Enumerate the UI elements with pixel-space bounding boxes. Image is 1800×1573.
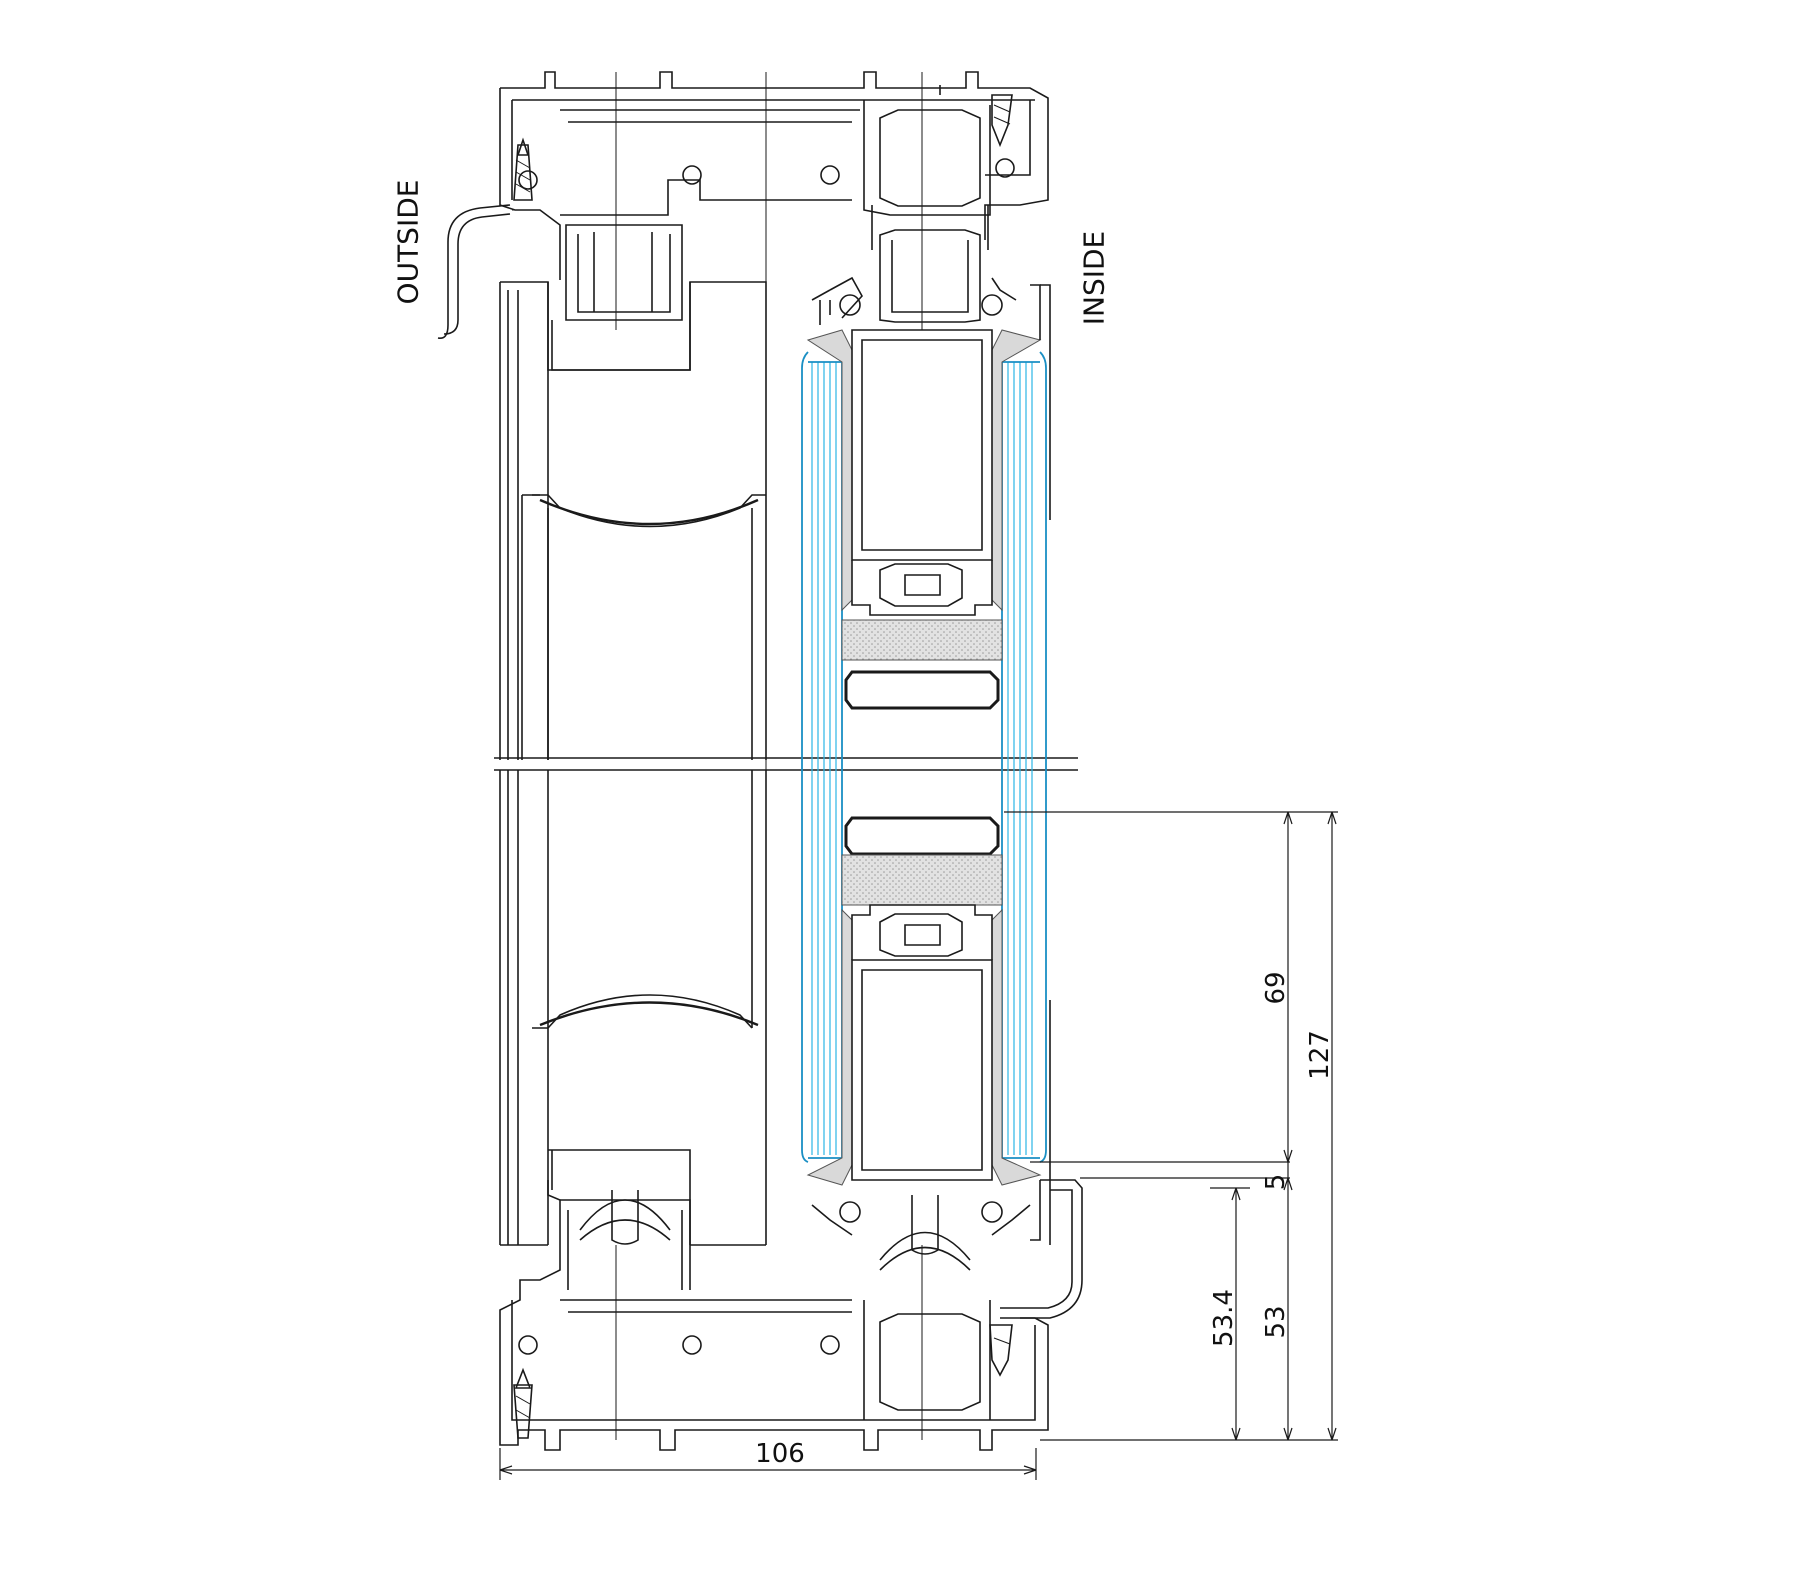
- outer-sash-panel-lower: [499, 770, 767, 1246]
- section-break-lines: [494, 757, 1078, 771]
- spacer-bars: [841, 619, 1003, 906]
- inside-label: INSIDE: [1078, 231, 1111, 326]
- bottom-frame-profile: [499, 1179, 1083, 1451]
- dimension-127-label: 127: [1305, 1030, 1335, 1080]
- dimension-5-label: 5: [1261, 1174, 1291, 1191]
- outside-label: OUTSIDE: [392, 180, 425, 305]
- dimension-lines: [499, 811, 1338, 1480]
- glazing-unit: [801, 351, 1047, 1163]
- dimension-69-label: 69: [1261, 971, 1291, 1004]
- inner-sash-upper: [806, 276, 1051, 616]
- dimension-53-4-label: 53.4: [1209, 1289, 1239, 1347]
- top-frame-profile: [437, 71, 1049, 1060]
- inner-sash-lower: [806, 904, 1051, 1245]
- dimension-width-label: 106: [755, 1439, 805, 1469]
- dimension-53-label: 53: [1261, 1305, 1291, 1338]
- outer-sash-panel: [499, 85, 941, 760]
